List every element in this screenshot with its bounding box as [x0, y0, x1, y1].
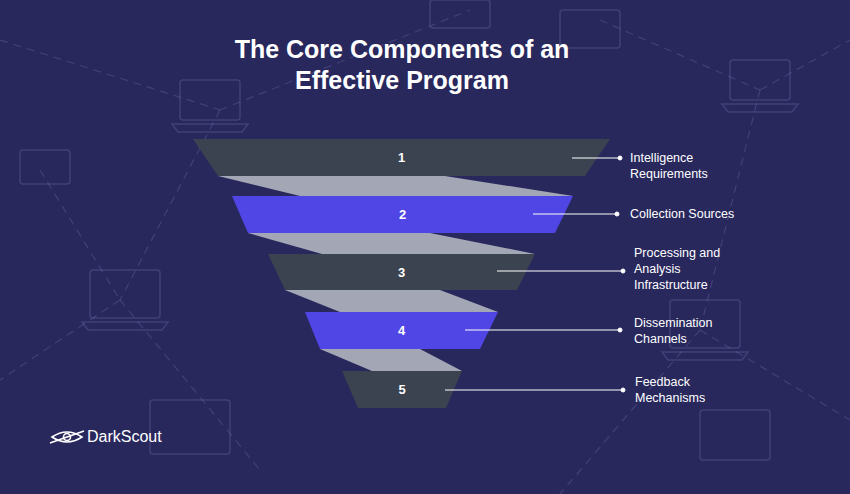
funnel-band: 4 — [305, 312, 498, 349]
step-number: 4 — [305, 312, 498, 349]
brand-name: DarkScout — [87, 428, 162, 446]
component-label: Processing and Analysis Infrastructure — [634, 245, 744, 293]
component-label: Intelligence Requirements — [630, 150, 740, 182]
logo-icon — [50, 431, 84, 443]
component-label: Dissemination Channels — [634, 315, 744, 347]
funnel-band: 2 — [232, 196, 573, 233]
funnel-band: 3 — [268, 254, 535, 290]
diagram-title: The Core Components of an Effective Prog… — [192, 34, 612, 96]
component-label: Feedback Mechanisms — [635, 374, 745, 406]
step-number: 2 — [232, 196, 573, 233]
funnel-band: 1 — [193, 139, 610, 176]
step-number: 5 — [342, 371, 462, 408]
step-number: 1 — [193, 139, 610, 176]
component-label: Collection Sources — [630, 206, 780, 222]
funnel-band: 5 — [342, 371, 462, 408]
step-number: 3 — [268, 254, 535, 290]
